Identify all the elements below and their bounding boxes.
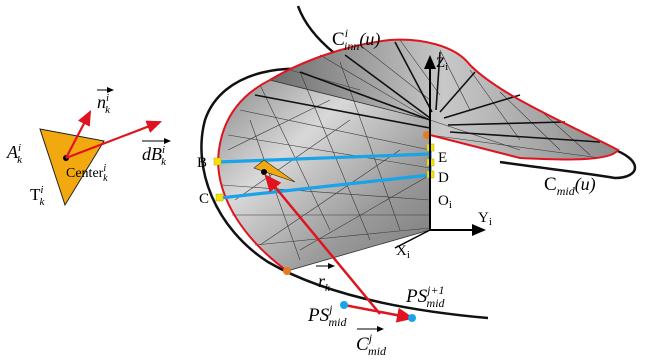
orange-marker-bottom [283,267,291,275]
label-point-e: E [438,150,447,166]
blue-line-be [217,152,431,164]
db-vector-arrow [65,120,163,160]
label-r-vector: rk [318,271,331,294]
c-mid-vector-arrow [343,303,415,323]
ruling-lines [254,41,601,143]
ps-mid-point [340,301,348,309]
label-point-d: D [438,170,449,186]
ps-mid-next-point [408,314,416,322]
surface-facet-dot [261,169,267,175]
label-origin: Oi [438,193,452,211]
label-z-axis: Zi [436,55,448,73]
label-y-axis: Yi [478,210,492,228]
label-x-axis: Xi [396,243,410,261]
facet-triangle [39,128,105,207]
label-c-mid-u: Cmid(u) [544,174,596,198]
label-point-b: B [197,155,207,171]
normal-vector-arrow [65,110,92,159]
facet-inset [39,110,163,207]
blade-surface [216,38,620,272]
r-vector-arrow [264,174,381,315]
blue-line-cd [219,173,431,200]
label-point-c: C [199,191,209,207]
coordinate-axes [394,55,486,249]
